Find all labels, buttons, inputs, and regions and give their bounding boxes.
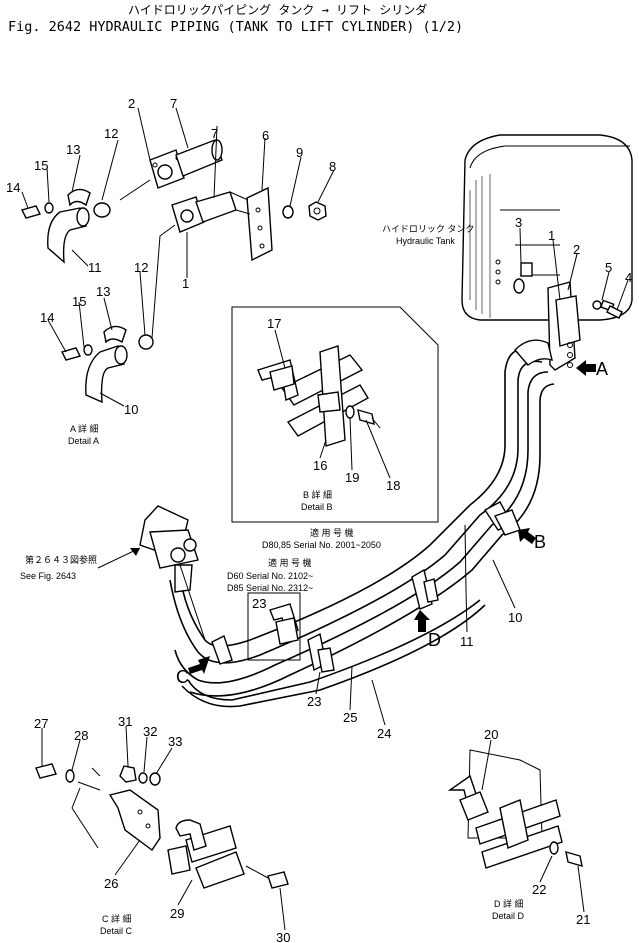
part-number-1: 1 xyxy=(182,276,189,291)
part-number-5: 5 xyxy=(605,260,612,275)
serial-note-23-line1: D60 Serial No. 2102~ xyxy=(227,571,313,581)
detail-d-group xyxy=(447,749,583,869)
part-number-23: 23 xyxy=(307,694,321,709)
part-number-29: 29 xyxy=(170,906,184,921)
part-number-25: 25 xyxy=(343,710,357,725)
tank-label-jp: ハイドロリック タンク xyxy=(382,224,474,234)
part-number-11: 11 xyxy=(88,260,102,275)
part-number-22: 22 xyxy=(532,882,546,897)
part-number-14: 14 xyxy=(6,180,20,195)
svg-text:C: C xyxy=(176,667,189,687)
part-number-20: 20 xyxy=(484,727,498,742)
part-number-31: 31 xyxy=(118,714,132,729)
part-number-10: 10 xyxy=(124,402,138,417)
part-number-4: 4 xyxy=(625,270,632,285)
tank-label-en: Hydraulic Tank xyxy=(396,236,455,246)
leader-lines xyxy=(21,107,629,931)
part-number-13: 13 xyxy=(96,284,110,299)
svg-text:A: A xyxy=(596,359,608,379)
detail-c-group xyxy=(35,763,289,889)
serial-note-b-jp: 適 用 号 機 xyxy=(310,527,354,538)
part-number-15: 15 xyxy=(34,158,48,173)
part-number-23: 23 xyxy=(252,596,266,611)
detail-a-label-jp: A 詳 細 xyxy=(70,423,99,434)
view-arrow-a: A xyxy=(576,359,608,379)
part-number-11: 11 xyxy=(460,634,474,649)
part-numbers: 2 7 12 13 15 14 11 15 13 12 14 10 1 7 6 … xyxy=(6,96,632,943)
part-number-12: 12 xyxy=(134,260,148,275)
detail-b-box xyxy=(231,306,439,523)
detail-b-label-en: Detail B xyxy=(301,502,333,512)
part-number-27: 27 xyxy=(34,716,48,731)
part-number-10: 10 xyxy=(508,610,522,625)
part-number-13: 13 xyxy=(66,142,80,157)
view-arrow-d: D xyxy=(414,610,441,650)
title-english: Fig. 2642 HYDRAULIC PIPING (TANK TO LIFT… xyxy=(8,19,463,35)
detail-d-label-jp: D 詳 細 xyxy=(494,898,524,909)
part-number-32: 32 xyxy=(143,724,157,739)
title-japanese: ハイドロリックパイピング タンク → リフト シリンダ xyxy=(128,2,427,17)
see-fig-en: See Fig. 2643 xyxy=(20,571,76,581)
detail-d-label-en: Detail D xyxy=(492,911,525,921)
see-fig-arrowhead xyxy=(130,548,140,556)
view-arrow-b: B xyxy=(518,528,546,552)
part-number-15: 15 xyxy=(72,294,86,309)
part-number-21: 21 xyxy=(576,912,590,927)
part-number-30: 30 xyxy=(276,930,290,943)
part-number-9: 9 xyxy=(296,145,303,160)
hydraulic-tank xyxy=(461,134,633,321)
part-number-12: 12 xyxy=(104,126,118,141)
part-number-33: 33 xyxy=(168,734,182,749)
part-number-14: 14 xyxy=(40,310,54,325)
detail-c-label-jp: C 詳 細 xyxy=(102,913,132,924)
part-number-8: 8 xyxy=(329,159,336,174)
see-fig-jp: 第２６４３図参照 xyxy=(25,554,97,565)
exploded-parts-upper-left xyxy=(20,139,327,404)
serial-note-23-line2: D85 Serial No. 2312~ xyxy=(227,583,313,593)
detail-b-label-jp: B 詳 細 xyxy=(303,489,332,500)
part-number-1: 1 xyxy=(548,228,555,243)
part-number-26: 26 xyxy=(104,876,118,891)
part-number-28: 28 xyxy=(74,728,88,743)
view-arrow-c: C xyxy=(176,656,210,687)
part-number-7: 7 xyxy=(211,126,218,141)
part-number-2: 2 xyxy=(128,96,135,111)
part-number-3: 3 xyxy=(515,215,522,230)
svg-text:D: D xyxy=(428,630,441,650)
part-number-24: 24 xyxy=(377,726,391,741)
detail-c-label-en: Detail C xyxy=(100,926,133,936)
svg-text:B: B xyxy=(534,532,546,552)
part-number-18: 18 xyxy=(386,478,400,493)
part-number-6: 6 xyxy=(262,128,269,143)
part-number-19: 19 xyxy=(345,470,359,485)
part-number-2: 2 xyxy=(573,242,580,257)
detail-a-label-en: Detail A xyxy=(68,436,99,446)
part-number-7: 7 xyxy=(170,96,177,111)
serial-note-23-jp: 適 用 号 機 xyxy=(268,557,312,568)
part-number-17: 17 xyxy=(267,316,281,331)
serial-note-b-en: D80,85 Serial No. 2001~2050 xyxy=(262,540,381,550)
serial-box-23 xyxy=(247,592,301,661)
part-number-16: 16 xyxy=(313,458,327,473)
